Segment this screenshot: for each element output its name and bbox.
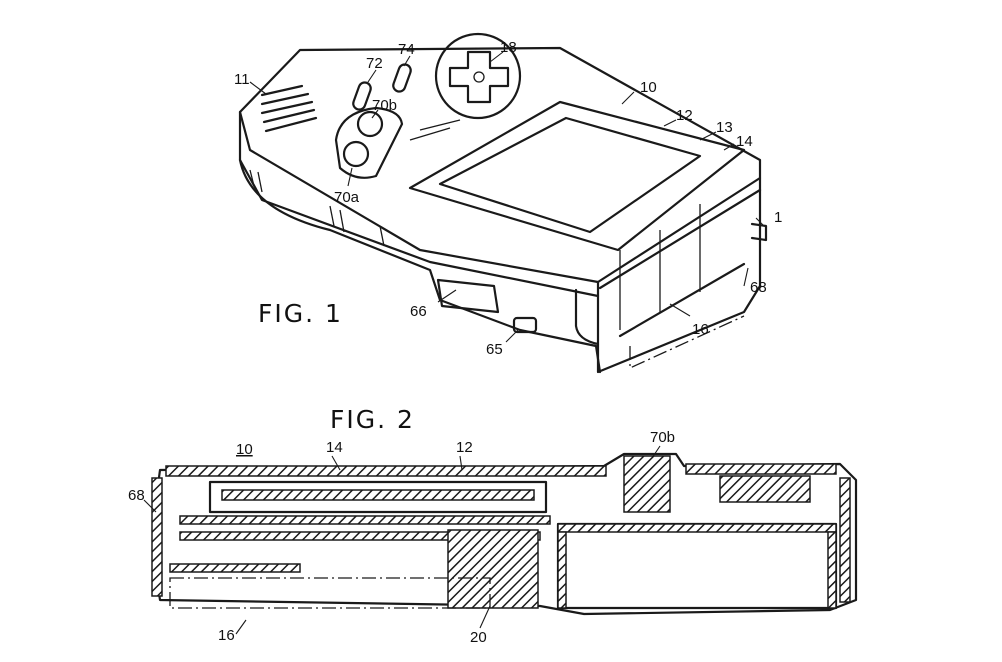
label-68: 68 [750,279,767,296]
volume-dial [436,278,500,314]
label-66: 66 [410,303,427,320]
fig2-leaders [143,445,661,635]
connector-block [447,529,539,609]
start-button-outline [392,63,412,93]
button-70b-outline [356,110,384,138]
fig2-label-70b: 70b [650,429,675,446]
fig2-label-10: 10 [236,441,253,458]
select-button-outline [352,81,372,111]
cartridge-outline [169,577,491,609]
fig2-section-drawing [151,452,858,616]
fig2-label-68: 68 [128,487,145,504]
label-speaker: 11 [234,71,250,88]
label-side: 1 [774,209,782,226]
fig1-caption: FIG. 1 [258,299,343,328]
button-70a-outline [342,140,370,168]
label-72: 72 [366,55,383,72]
label-65: 65 [486,341,503,358]
label-16: 16 [692,321,709,338]
fig2-label-16: 16 [218,627,235,644]
label-14: 14 [736,133,753,150]
label-74: 74 [398,41,415,58]
ab-button-plate [334,106,404,179]
label-13: 13 [716,119,733,136]
fig2-label-20: 20 [470,629,487,646]
label-70b: 70b [372,97,397,114]
label-12: 12 [676,107,693,124]
label-70a: 70a [334,189,360,206]
fig1-leaders [249,51,765,343]
lcd-outline [438,116,702,234]
dpad-outline [434,32,522,120]
fig2-label-12: 12 [456,439,473,456]
label-10: 10 [640,79,657,96]
fig1-device-drawing [238,32,768,374]
fig2-label-14: 14 [326,439,343,456]
headphone-jack [512,316,538,334]
screen-window-outline [408,100,746,252]
shading-strokes [249,119,701,330]
fig2-caption: FIG. 2 [330,405,415,434]
button-70b-plunger [623,455,671,513]
speaker-grille [260,84,318,133]
label-18: 18 [500,39,517,56]
